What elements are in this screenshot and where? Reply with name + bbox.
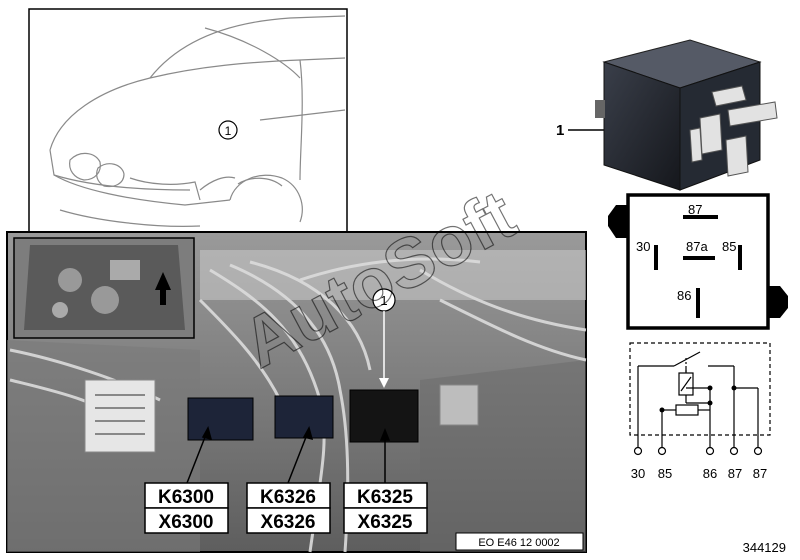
part-callout-number: 1: [556, 122, 564, 139]
circuit-pin-85: 85: [658, 466, 672, 481]
circuit-pin-87: 87: [728, 466, 742, 481]
inset-engine-photo: [13, 237, 195, 339]
circuit-pin-30: 30: [631, 466, 645, 481]
svg-text:1: 1: [225, 124, 232, 138]
label-x6300: X6300: [159, 512, 214, 533]
relay-terminals: [689, 85, 778, 177]
circuit-pin-87b: 87: [753, 466, 767, 481]
label-k6326: K6326: [260, 487, 316, 508]
fuse-box: [84, 379, 156, 453]
car-outline: [49, 15, 346, 227]
label-x6325: X6325: [358, 512, 413, 533]
pin-label-86: 86: [677, 288, 691, 303]
relay-pin-layout: 87 30 87a 85 86: [608, 193, 788, 330]
pin-label-30: 30: [636, 239, 650, 254]
photo-code-box: [455, 532, 584, 551]
car-illustration-panel: 1: [28, 8, 348, 241]
fuse-slots: [95, 394, 145, 435]
relay-k6300: [187, 397, 254, 441]
circuit-pin-86: 86: [703, 466, 717, 481]
callout-marker-car: 1: [218, 120, 238, 140]
relay-part-image: 1: [556, 39, 778, 191]
pin-label-87a: 87a: [686, 239, 708, 254]
label-group-k6325: K6325 X6325: [343, 482, 428, 534]
svg-text:1: 1: [380, 293, 387, 308]
part-number: 344129: [743, 540, 786, 555]
arrow-icon: [155, 272, 171, 305]
pin-blades: [654, 215, 742, 318]
relay-k6326: [274, 395, 334, 439]
engine-bay-photo: 1 K6300 X6300 K6326 X6326: [6, 231, 587, 553]
label-group-k6326: K6326 X6326: [246, 482, 331, 534]
label-group-k6300: K6300 X6300: [144, 482, 229, 534]
callout-marker-photo: 1: [372, 288, 396, 388]
photo-code: EO E46 12 0002: [478, 537, 559, 549]
label-k6325: K6325: [357, 487, 413, 508]
relay-circuit-schematic: [629, 342, 771, 448]
connector: [439, 384, 479, 426]
schematic-junctions: [659, 385, 737, 413]
schematic-terminals: [633, 446, 763, 456]
pin-label-85: 85: [722, 239, 736, 254]
label-x6326: X6326: [261, 512, 316, 533]
label-k6300: K6300: [158, 487, 214, 508]
pin-label-87: 87: [688, 202, 702, 217]
leader-lines: [186, 426, 391, 484]
